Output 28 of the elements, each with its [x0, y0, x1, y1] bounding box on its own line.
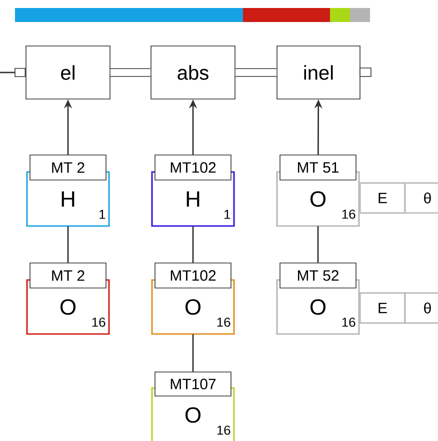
parameter-cell: E — [359, 292, 406, 324]
connector — [317, 226, 319, 263]
nuclide-box: MT 2 O 16 — [26, 262, 110, 335]
connector — [110, 68, 151, 77]
connector — [235, 68, 277, 77]
nuclide-box: MT 51 O 16 — [276, 154, 360, 227]
nuclide-box: MT 52 O 16 — [276, 262, 360, 335]
nuclide-box: MT102 O 16 — [151, 262, 235, 335]
nuclide-box: MT 2 H 1 — [26, 154, 110, 227]
parameter-cell: θ — [404, 182, 438, 214]
node-label: MT 52 — [298, 270, 338, 281]
parameter-cell: θ — [404, 292, 438, 324]
connector — [0, 68, 26, 77]
nuclide-box: MT107 O 16 — [151, 372, 235, 441]
process-box: inel — [276, 46, 360, 100]
node-label: MT102 — [170, 270, 216, 281]
node-label: MT 51 — [298, 162, 338, 173]
parameter-cell: E — [359, 182, 406, 214]
node-label: MT107 — [170, 378, 216, 390]
process-box: abs — [150, 46, 236, 100]
node-label: MT102 — [170, 162, 216, 173]
node-label: MT 2 — [52, 270, 84, 281]
nuclide-box: MT102 H 1 — [151, 154, 235, 227]
process-box: el — [26, 46, 110, 100]
node-label: MT 2 — [52, 162, 84, 173]
connector — [67, 226, 69, 263]
connector — [192, 226, 194, 263]
connector — [192, 334, 194, 372]
